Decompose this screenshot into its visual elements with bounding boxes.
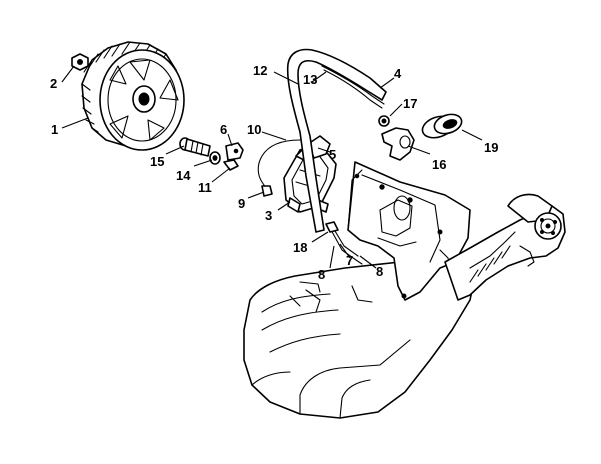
crankcase-housing	[243, 249, 479, 419]
callout-9: 9	[238, 196, 245, 211]
callout-2: 2	[50, 76, 57, 91]
callout-15: 15	[150, 154, 164, 169]
clip	[225, 142, 244, 161]
callout-17: 17	[403, 96, 417, 111]
tank-housing	[347, 161, 471, 301]
callout-12: 12	[253, 63, 267, 78]
flywheel	[81, 41, 185, 151]
grommet	[378, 115, 390, 127]
callout-14: 14	[176, 168, 191, 183]
callout-8-right: 8	[376, 264, 383, 279]
callout-4: 4	[394, 66, 402, 81]
callout-5: 5	[329, 147, 336, 162]
leader-lines	[61, 65, 483, 269]
handlebar	[286, 48, 387, 233]
callouts: 1 2 3 4 5 6 7 8 8 9 10 11 12 13 14 15 16…	[50, 63, 498, 282]
rear-handle	[444, 193, 566, 301]
callout-10: 10	[247, 122, 261, 137]
ground-wire	[325, 221, 363, 265]
callout-1: 1	[51, 122, 58, 137]
contact-spring	[223, 159, 239, 171]
filter-cap	[421, 113, 463, 139]
callout-3: 3	[265, 208, 272, 223]
callout-18: 18	[293, 240, 307, 255]
short-circuit-wire	[257, 139, 301, 197]
screw	[179, 137, 211, 157]
washer	[209, 151, 221, 165]
callout-6: 6	[220, 122, 227, 137]
flywheel-nut	[71, 53, 89, 71]
throttle-cable	[321, 65, 385, 109]
callout-16: 16	[432, 157, 446, 172]
callout-13: 13	[303, 72, 317, 87]
elbow-connector	[381, 127, 415, 161]
callout-19: 19	[484, 140, 498, 155]
callout-11: 11	[198, 180, 212, 195]
callout-8-left: 8	[318, 267, 325, 282]
callout-7: 7	[346, 253, 353, 268]
